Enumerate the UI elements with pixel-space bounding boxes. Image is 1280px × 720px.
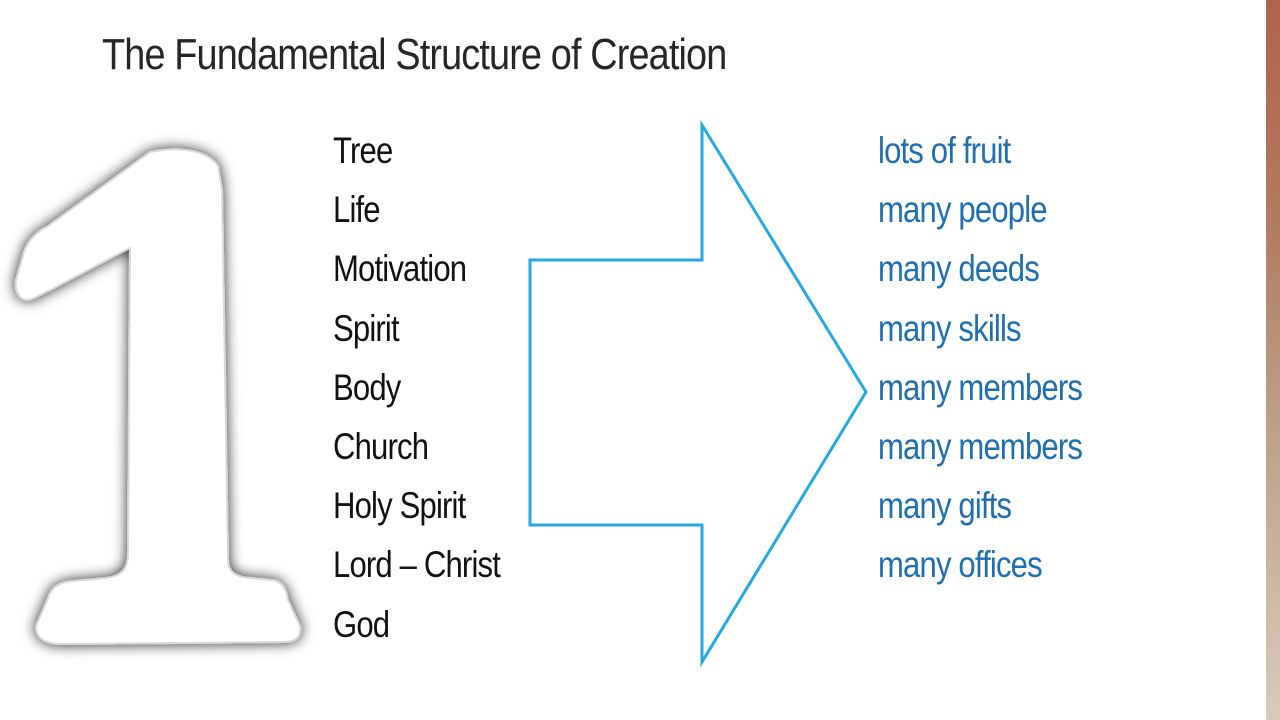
left-list-item: Church: [333, 426, 429, 468]
right-list-item: many people: [878, 189, 1048, 231]
left-list-item: Life: [333, 189, 381, 231]
right-list-item: many gifts: [878, 485, 1012, 527]
left-list-item: Spirit: [333, 307, 400, 349]
right-list-item: lots of fruit: [878, 130, 1011, 171]
right-list-item: many skills: [878, 307, 1022, 349]
slide-edge-strip: [1266, 0, 1280, 720]
left-list-item: Body: [333, 366, 401, 408]
left-list-item: Motivation: [333, 248, 467, 290]
left-list-item: God: [333, 603, 390, 645]
right-list-item: many members: [878, 366, 1083, 408]
left-list-item: Tree: [333, 130, 393, 171]
big-numeral-one-icon: [14, 148, 302, 645]
right-list-item: many offices: [878, 544, 1043, 586]
left-list-item: Lord – Christ: [333, 544, 501, 586]
right-result-list: lots of fruit many people many deeds man…: [878, 121, 1121, 595]
left-concept-list: Tree Life Motivation Spirit Body Church …: [333, 121, 532, 654]
right-list-item: many members: [878, 426, 1083, 468]
right-list-item: many deeds: [878, 248, 1040, 290]
slide-title: The Fundamental Structure of Creation: [102, 30, 727, 79]
left-list-item: Holy Spirit: [333, 485, 466, 527]
